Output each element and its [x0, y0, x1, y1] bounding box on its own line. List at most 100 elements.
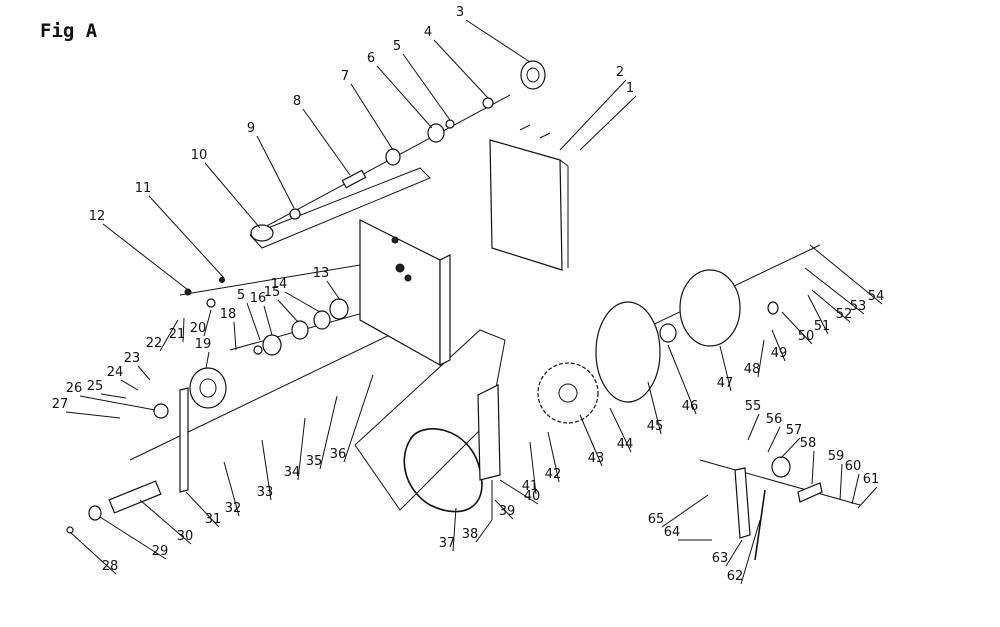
- callout-label: 52: [836, 307, 853, 322]
- callout-label: 7: [341, 69, 349, 84]
- callout-label: 21: [169, 327, 186, 342]
- callout-label: 45: [647, 419, 664, 434]
- spring-62: [754, 489, 766, 561]
- callout-label: 32: [225, 501, 242, 516]
- lever-31: [179, 387, 189, 493]
- callout-leader: [857, 486, 878, 509]
- callout-label: 9: [247, 121, 255, 136]
- nut-27: [153, 403, 169, 419]
- callout-leader: [350, 83, 394, 151]
- washer-14: [313, 310, 331, 330]
- frame-hole-2: [404, 274, 412, 282]
- bolt-12: [184, 288, 192, 296]
- callout-leader: [811, 450, 815, 485]
- callout-label: 58: [800, 436, 817, 451]
- screw-1: [519, 124, 531, 131]
- bushing-57: [771, 456, 791, 478]
- callout-leader: [559, 79, 627, 151]
- callout-leader: [579, 414, 603, 467]
- callout-label: 44: [617, 437, 634, 452]
- callout-leader: [667, 344, 697, 415]
- callout-leader: [433, 39, 489, 99]
- callout-leader: [811, 289, 851, 323]
- callout-label: 22: [146, 336, 163, 351]
- callout-leader: [547, 431, 560, 483]
- callout-label: 60: [845, 459, 862, 474]
- bracket-40: [477, 384, 501, 481]
- callout-leader: [69, 531, 117, 575]
- callout-label: 56: [766, 412, 783, 427]
- callout-leader: [609, 407, 632, 453]
- callout-leader: [452, 507, 457, 552]
- callout-leader: [185, 491, 220, 528]
- nut-11: [219, 277, 225, 283]
- washer-10: [250, 224, 274, 242]
- callout-label: 63: [712, 551, 729, 566]
- callout-label: 15: [264, 285, 281, 300]
- bearing-9: [289, 208, 301, 220]
- callout-label: 13: [313, 266, 330, 281]
- callout-leader: [326, 280, 341, 301]
- pulley-19-hub: [199, 378, 217, 398]
- callout-label: 55: [745, 399, 762, 414]
- figure-title: Fig A: [40, 20, 98, 42]
- callout-label: 14: [271, 277, 288, 292]
- callout-leader: [719, 345, 732, 392]
- callout-label: 47: [717, 376, 734, 391]
- callout-label: 6: [367, 51, 375, 66]
- bearing-13: [329, 298, 349, 320]
- washer-4: [482, 97, 494, 109]
- callout-label: 57: [786, 423, 803, 438]
- callout-leader: [99, 516, 167, 560]
- screw-2: [539, 132, 551, 139]
- callout-label: 8: [293, 94, 301, 109]
- hub-46: [659, 323, 677, 343]
- callout-label: 16: [250, 291, 267, 306]
- callout-label: 3: [456, 5, 464, 20]
- callout-label: 2: [616, 65, 624, 80]
- callout-label: 43: [588, 451, 605, 466]
- callout-leader: [807, 294, 829, 335]
- callout-label: 34: [284, 465, 301, 480]
- callout-label: 1: [626, 81, 634, 96]
- disk-45: [595, 301, 661, 403]
- callout-leader: [499, 479, 539, 505]
- callout-leader: [261, 439, 272, 501]
- callout-leader: [465, 19, 531, 63]
- callout-label: 38: [462, 527, 479, 542]
- callout-label: 42: [545, 467, 562, 482]
- callout-leader: [159, 319, 179, 352]
- callout-label: 49: [771, 346, 788, 361]
- guard-edge: [559, 159, 569, 167]
- callout-label: 35: [306, 454, 323, 469]
- callout-label: 20: [190, 321, 207, 336]
- callout-label: 10: [191, 148, 208, 163]
- callout-label: 59: [828, 449, 845, 464]
- callout-leader: [747, 413, 760, 441]
- callout-leader: [284, 291, 321, 313]
- washer-20: [206, 298, 216, 308]
- callout-label: 19: [195, 337, 212, 352]
- callout-label: 41: [522, 479, 539, 494]
- callout-label: 50: [798, 329, 815, 344]
- callout-leader: [771, 329, 786, 362]
- clip-28: [66, 526, 74, 534]
- callout-leader: [494, 499, 514, 520]
- callout-leader: [302, 108, 351, 176]
- callout-label: 4: [424, 25, 432, 40]
- callout-leader: [223, 461, 240, 517]
- callout-label: 26: [66, 381, 83, 396]
- callout-leader: [319, 395, 338, 470]
- callout-label: 37: [439, 536, 456, 551]
- frame-hole-1: [395, 263, 405, 273]
- sprocket-42: [537, 362, 599, 424]
- housing-cap: [520, 60, 546, 90]
- callout-leader: [781, 311, 813, 345]
- callout-label: 27: [52, 397, 69, 412]
- callout-label: 30: [177, 529, 194, 544]
- callout-leader: [246, 302, 261, 341]
- callout-leader: [182, 317, 185, 343]
- callout-label: 48: [744, 362, 761, 377]
- upper-shaft-axis: [249, 94, 511, 236]
